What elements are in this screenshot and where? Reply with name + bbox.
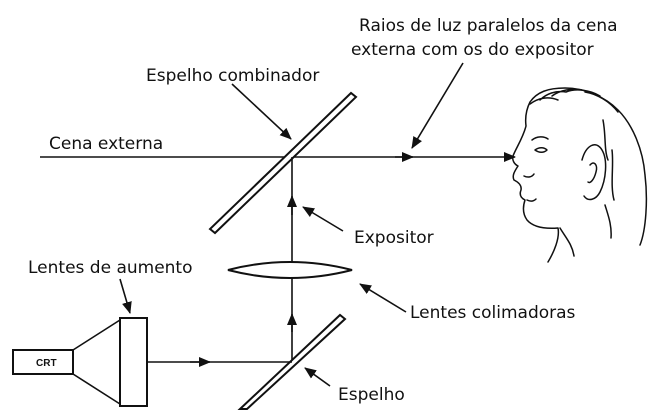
parallel-rays-pointer xyxy=(411,62,464,149)
magnifying-lens-label: Lentes de aumento xyxy=(28,258,193,278)
magnifying-lens-pointer xyxy=(119,278,132,314)
collimating-lens xyxy=(227,261,353,279)
magnifying-lens-block xyxy=(119,317,148,407)
lower-mirror xyxy=(237,313,347,410)
combiner-mirror xyxy=(208,91,358,235)
human-head-profile-icon xyxy=(512,87,648,263)
combiner-mirror-pointer xyxy=(231,83,292,140)
display-label: Expositor xyxy=(354,228,434,248)
parallel-rays-label-line1: Raios de luz paralelos da cena xyxy=(359,16,618,36)
crt-flare xyxy=(72,319,121,405)
collimating-lens-pointer xyxy=(359,283,407,313)
crt-label: CRT xyxy=(36,358,57,369)
combiner-mirror-label: Espelho combinador xyxy=(146,66,319,86)
collimating-lens-label: Lentes colimadoras xyxy=(410,303,576,323)
display-pointer xyxy=(302,206,344,232)
mirror-label: Espelho xyxy=(338,385,405,405)
external-scene-label: Cena externa xyxy=(49,134,163,154)
crt-tube xyxy=(12,349,74,375)
mirror-pointer xyxy=(304,367,331,387)
parallel-rays-label-line2: externa com os do expositor xyxy=(351,40,594,60)
